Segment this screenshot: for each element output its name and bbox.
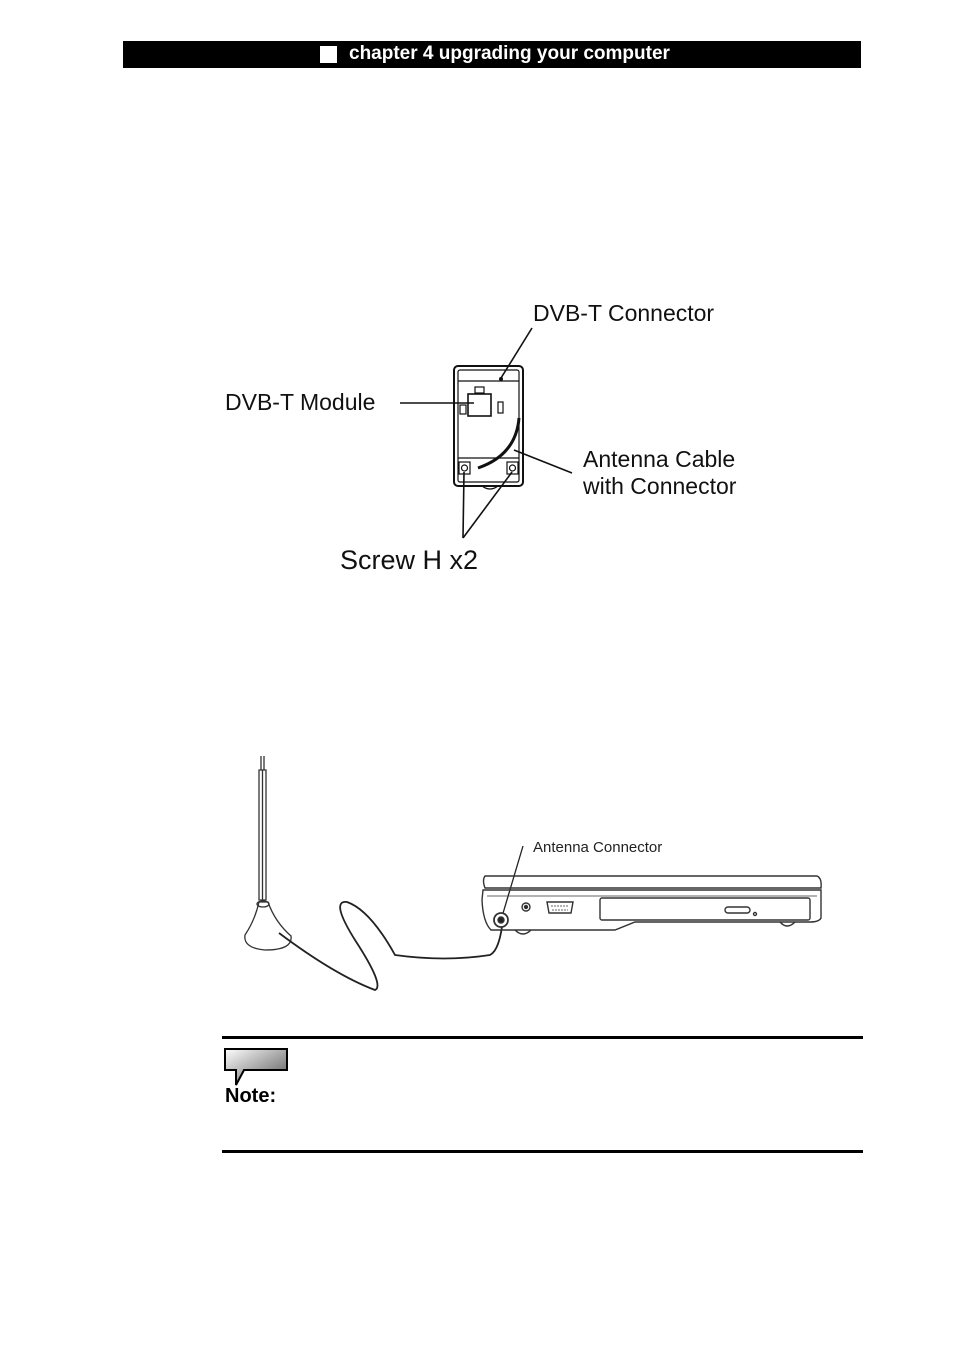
antenna-laptop-diagram: Antenna Connector xyxy=(244,756,822,991)
note-icon xyxy=(224,1048,288,1086)
leader-lines xyxy=(400,327,573,539)
label-antenna-connector: Antenna Connector xyxy=(533,839,662,856)
header-bullet-square xyxy=(320,46,337,63)
laptop-icon xyxy=(481,875,822,935)
module-bay xyxy=(453,365,524,490)
dvbt-module-diagram: DVB-T Connector DVB-T Module Antenna Cab… xyxy=(225,300,737,575)
antenna-cable xyxy=(477,417,521,470)
note-top-rule xyxy=(222,1036,863,1039)
chapter-header-bar: chapter 4 upgrading your computer xyxy=(123,41,861,68)
label-dvbt-connector: DVB-T Connector xyxy=(533,300,714,326)
note-label: Note: xyxy=(225,1085,277,1107)
label-screw: Screw H x2 xyxy=(340,545,478,575)
note-bottom-rule xyxy=(222,1150,863,1153)
label-antenna-cable-1: Antenna Cable xyxy=(583,446,735,472)
chapter-title: chapter 4 upgrading your computer xyxy=(349,43,670,64)
antenna-cable-external xyxy=(278,901,504,991)
label-dvbt-module: DVB-T Module xyxy=(225,389,375,415)
antenna-icon xyxy=(244,756,292,951)
label-antenna-cable-2: with Connector xyxy=(582,473,737,499)
